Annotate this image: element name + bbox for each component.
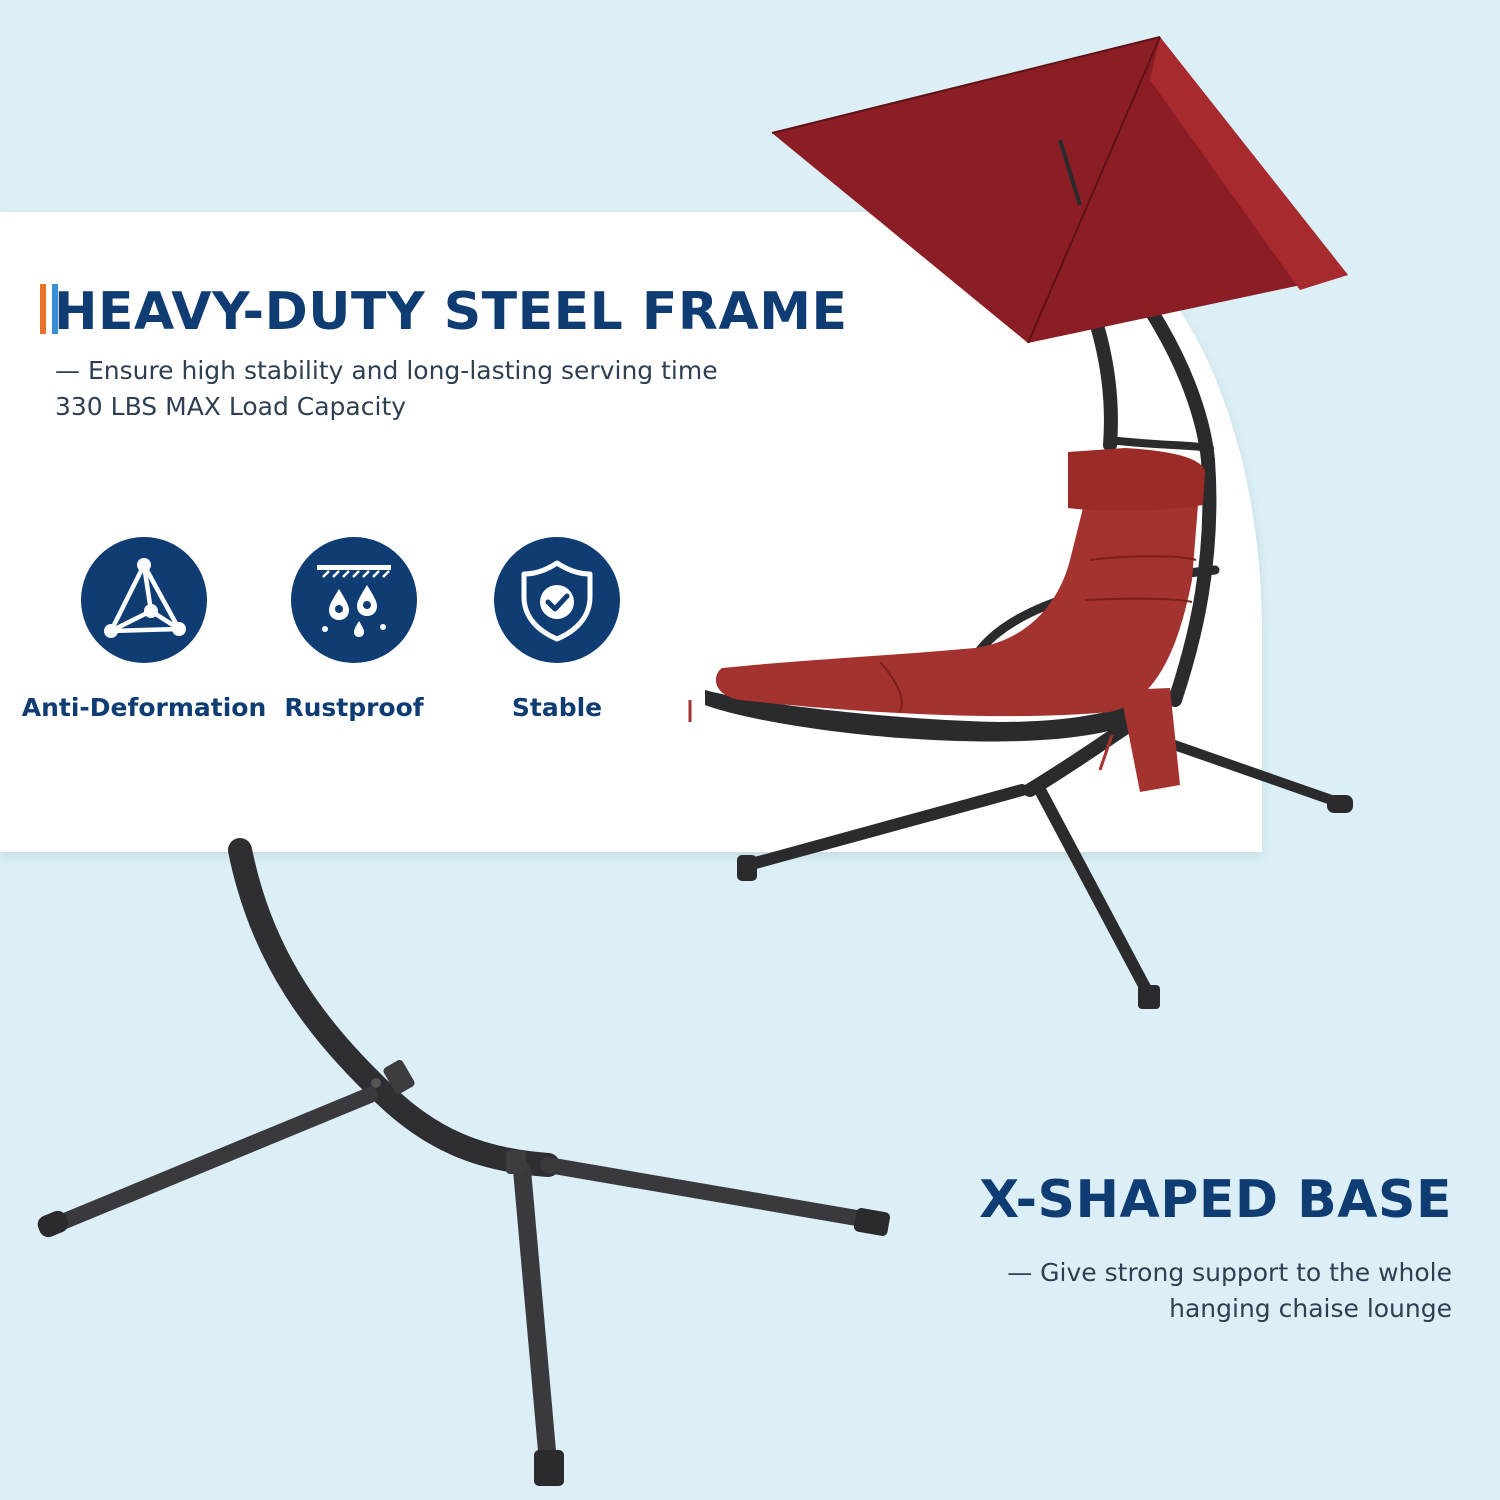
base-subtitle-2: hanging chaise lounge <box>1169 1294 1452 1323</box>
header-subtitle-1: — Ensure high stability and long-lasting… <box>55 356 718 385</box>
feature-stable: Stable <box>431 537 683 722</box>
page-title: HEAVY-DUTY STEEL FRAME <box>54 282 848 342</box>
hanging-chaise <box>688 36 1353 1009</box>
feature-icon-circle <box>494 537 620 663</box>
feature-anti-deformation: Anti-Deformation <box>18 537 270 722</box>
accent-bar-blue <box>52 284 58 334</box>
base-closeup <box>37 838 891 1486</box>
base-subtitle-1: — Give strong support to the whole <box>1007 1258 1452 1287</box>
water-drops-icon <box>317 565 391 637</box>
header-subtitle-2: 330 LBS MAX Load Capacity <box>55 392 407 421</box>
feature-label: Rustproof <box>284 693 424 722</box>
base-title: X-SHAPED BASE <box>979 1170 1452 1230</box>
feature-label: Anti-Deformation <box>21 693 267 722</box>
pyramid-structure-icon <box>104 558 186 638</box>
feature-label: Stable <box>511 693 603 722</box>
feature-rustproof: Rustproof <box>228 537 480 722</box>
accent-bar-orange <box>40 284 46 334</box>
shield-check-icon <box>521 560 593 642</box>
feature-icon-circle <box>81 537 207 663</box>
feature-icon-circle <box>291 537 417 663</box>
